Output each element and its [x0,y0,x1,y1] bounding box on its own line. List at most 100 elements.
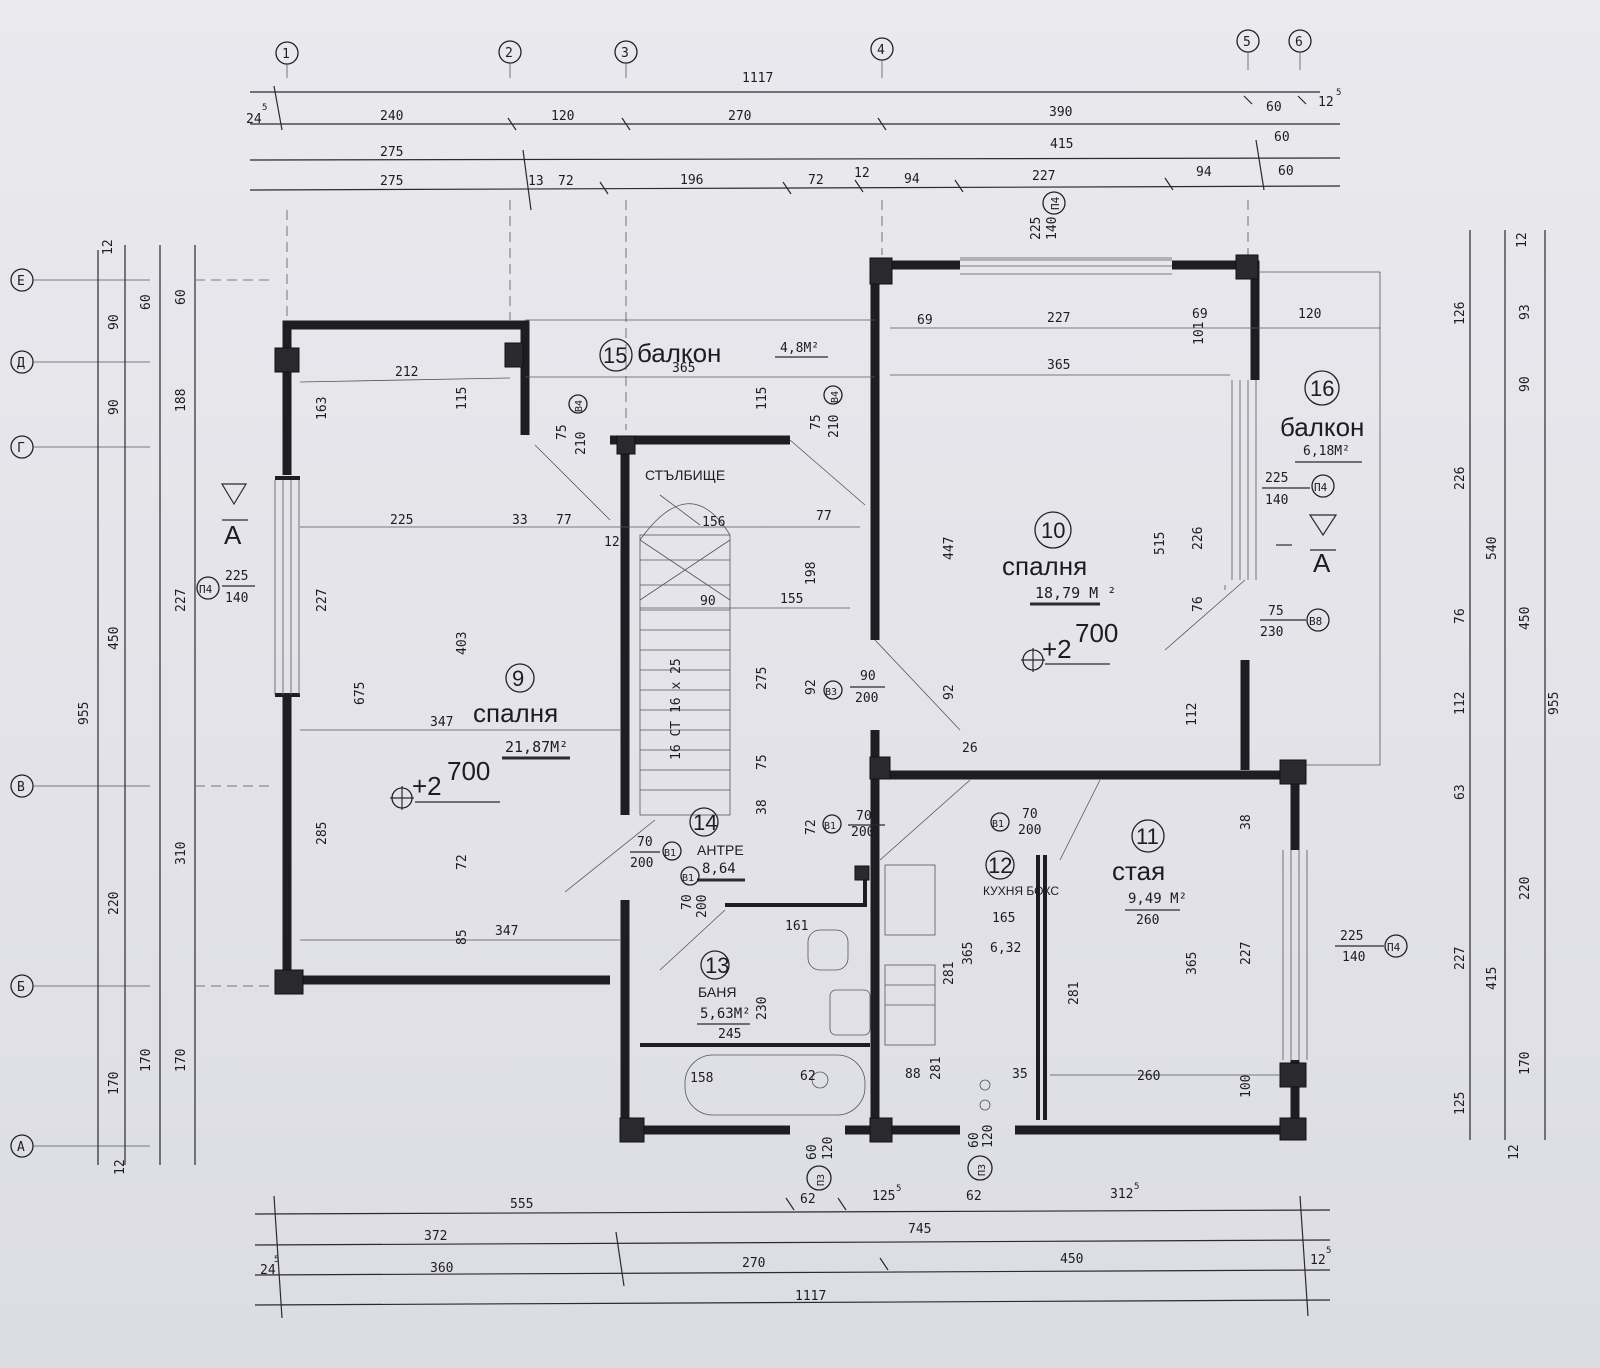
svg-text:260: 260 [1137,1069,1160,1084]
svg-text:275: 275 [755,667,770,690]
svg-text:140: 140 [225,591,248,606]
svg-text:92: 92 [804,679,819,695]
stair-steps-label: 16 СТ 16 x 25 [669,658,684,760]
room-10-number: 10 [1041,518,1065,543]
room-13-area: 5,63M² [700,1006,751,1022]
dim-top-r1-6: 12 [1318,95,1334,110]
svg-text:13: 13 [528,174,544,189]
svg-text:403: 403 [455,632,470,655]
room-9: 9 спалня 21,87M² [473,663,570,760]
svg-text:90: 90 [107,399,122,415]
axis-grid-lines [195,200,1249,987]
room-10: 10 спалня 18,79 M ² [1002,511,1116,606]
svg-text:200: 200 [1018,823,1041,838]
svg-text:220: 220 [1518,877,1533,900]
svg-text:70: 70 [856,809,872,824]
svg-text:188: 188 [174,389,189,412]
svg-text:365: 365 [1185,952,1200,975]
svg-text:158: 158 [690,1071,713,1086]
room-14-area: 8,64 [702,861,736,877]
svg-text:90: 90 [700,594,716,609]
svg-text:955: 955 [77,702,92,725]
svg-text:226: 226 [1191,527,1206,550]
svg-text:В1: В1 [682,873,694,884]
svg-text:П4: П4 [1314,481,1328,494]
svg-text:76: 76 [1191,596,1206,612]
svg-text:12: 12 [1515,232,1530,248]
svg-text:60: 60 [1278,164,1294,179]
dim-top-r1-5: 60 [1266,100,1282,115]
svg-text:220: 220 [107,892,122,915]
room-15: 15 балкон 4,8M² 365 [599,338,828,376]
dim-top-r1-3: 270 [728,109,751,124]
stair-label: СТЪЛБИЩЕ [645,467,725,483]
svg-text:230: 230 [755,997,770,1020]
svg-text:120: 120 [981,1125,996,1148]
room-14: 14 АНТРЕ 8,64 [689,807,745,882]
svg-text:955: 955 [1547,692,1562,715]
svg-text:77: 77 [816,509,832,524]
left-dimension-chains: 12 90 60 60 90 188 450 227 955 220 310 1… [77,239,196,1175]
svg-text:230: 230 [1260,625,1283,640]
bottom-dimension-chains: 555 62 125 5 62 312 5 372 745 24 5 360 2… [254,1182,1331,1319]
svg-text:72: 72 [455,854,470,870]
room-12: 12 КУХНЯ БОКС 165 6,32 [983,850,1059,956]
svg-text:200: 200 [851,825,874,840]
svg-text:75: 75 [809,414,824,430]
svg-text:100: 100 [1239,1075,1254,1098]
section-marker-left: A [220,483,248,550]
svg-text:112: 112 [1453,692,1468,715]
room-10-name: спалня [1002,551,1087,581]
svg-text:88: 88 [905,1067,921,1082]
svg-text:360: 360 [430,1261,453,1276]
svg-text:35: 35 [1012,1067,1028,1082]
svg-text:+2: +2 [412,771,442,801]
level-mark-10: +2 700 [1021,618,1118,672]
top-axis-markers: 1 2 3 4 5 6 [275,29,1312,78]
right-dimension-chains: 12 126 93 90 226 540 76 450 112 63 955 2… [1453,230,1562,1160]
svg-text:В8: В8 [1309,615,1322,628]
svg-text:260: 260 [1136,913,1159,928]
svg-text:12: 12 [113,1159,128,1175]
svg-text:5: 5 [1134,1182,1139,1192]
svg-text:70: 70 [1022,807,1038,822]
svg-text:12: 12 [101,239,116,255]
svg-text:В4: В4 [574,400,585,412]
svg-text:140: 140 [1045,217,1060,240]
svg-text:70: 70 [637,835,653,850]
svg-text:312: 312 [1110,1187,1133,1202]
inner-dimensions: 212 225 33 77 77 12 90 155 198 447 515 2… [299,307,1380,1098]
svg-text:165: 165 [992,911,1015,926]
svg-text:Б: Б [17,980,25,995]
svg-text:77: 77 [556,513,572,528]
room-16-name: балкон [1280,412,1364,442]
svg-text:12: 12 [604,535,620,550]
svg-text:196: 196 [680,173,703,188]
svg-text:198: 198 [804,562,819,585]
opening-tags: П4 225 140 П4 225 140 П4 225 140 П4 225 … [196,191,1408,1191]
svg-text:372: 372 [424,1229,447,1244]
svg-text:200: 200 [630,856,653,871]
svg-text:63: 63 [1453,784,1468,800]
svg-text:347: 347 [495,924,518,939]
svg-text:115: 115 [455,387,470,410]
windows [274,257,1308,1060]
svg-text:5: 5 [262,103,267,113]
dim-top-r2-1: 415 [1050,137,1073,152]
svg-text:69: 69 [917,313,933,328]
room-14-name: АНТРЕ [697,842,744,858]
svg-text:415: 415 [1485,967,1500,990]
svg-text:700: 700 [1075,618,1118,648]
room-12-name: КУХНЯ БОКС [983,884,1059,898]
svg-text:245: 245 [718,1027,741,1042]
svg-text:675: 675 [353,682,368,705]
svg-text:В: В [17,780,25,795]
svg-text:365: 365 [961,942,976,965]
svg-text:85: 85 [455,929,470,945]
room-10-area: 18,79 M ² [1035,584,1116,602]
svg-text:38: 38 [1239,814,1254,830]
room-11: 11 стая 9,49 M² 260 [1112,819,1187,928]
svg-text:365: 365 [672,361,695,376]
svg-text:60: 60 [174,289,189,305]
